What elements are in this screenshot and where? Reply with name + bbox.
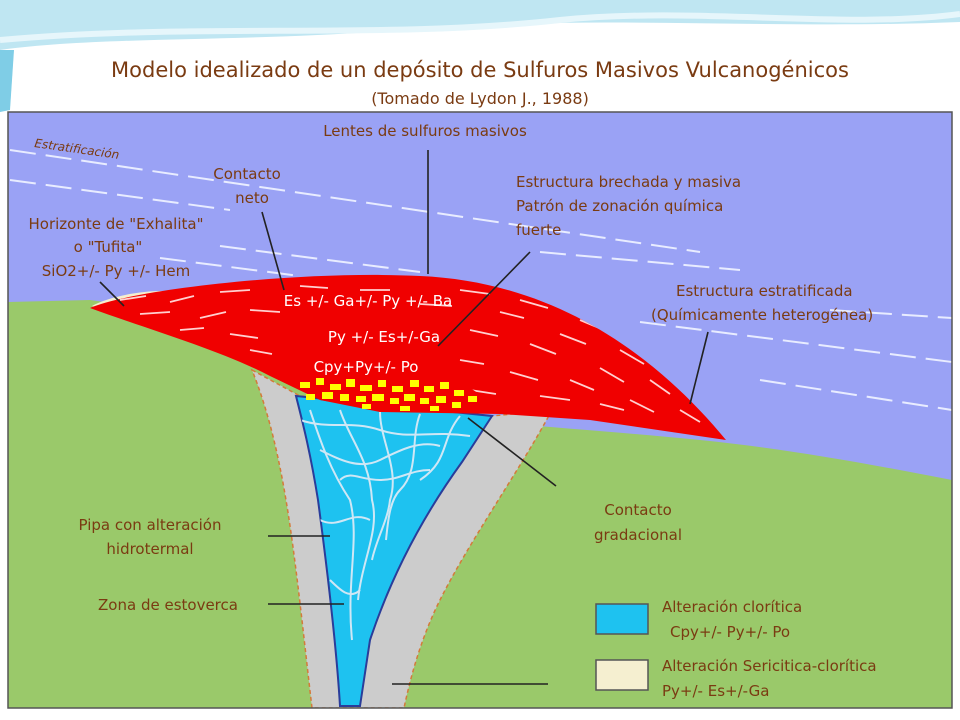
label-pipa-2: hidrotermal [106,540,193,558]
label-estoverca: Zona de estoverca [98,596,238,614]
slide-wave-line [0,11,960,43]
legend-swatch-cloritica [595,603,649,635]
label-estratificada-2: (Químicamente heterogénea) [651,306,873,324]
legend-cloritica-title: Alteración clorítica [662,598,802,616]
label-brechada-1: Estructura brechada y masiva [516,173,741,191]
legend-sericitica-minerals: Py+/- Es+/-Ga [662,682,769,700]
stratification-lines [9,149,952,411]
label-horizonte-1: Horizonte de "Exhalita" [28,215,203,233]
label-mineral-3: Cpy+Py+/- Po [314,358,419,376]
label-estratificada-1: Estructura estratificada [676,282,853,300]
diagram-frame [7,111,953,709]
slide-wave-left [0,50,14,112]
chalcopyrite-ore-zone [296,374,490,411]
label-horizonte-3: SiO2+/- Py +/- Hem [42,262,190,280]
diagram-title: Modelo idealizado de un depósito de Sulf… [111,58,849,82]
legend-sericitica-title: Alteración Sericitica-clorítica [662,657,877,675]
label-lentes: Lentes de sulfuros masivos [323,122,527,140]
label-mineral-1: Es +/- Ga+/- Py +/- Ba [284,292,452,310]
leader-lines [99,150,709,685]
label-pipa-1: Pipa con alteración [79,516,222,534]
label-horizonte-2: o "Tufita" [74,238,143,256]
label-contacto-grad-2: gradacional [594,526,682,544]
legend-cloritica-minerals: Cpy+/- Py+/- Po [670,623,790,641]
label-contacto-neto-2: neto [235,189,269,207]
stockwork-veins [299,409,471,641]
label-brechada-2: Patrón de zonación química [516,197,723,215]
stockwork-zone [294,394,494,707]
lens-texture [119,285,701,423]
legend-swatch-sericitica [595,659,649,691]
label-contacto-neto-1: Contacto [213,165,281,183]
diagram-source: (Tomado de Lydon J., 1988) [371,89,589,108]
label-contacto-grad-1: Contacto [604,501,672,519]
label-mineral-2: Py +/- Es+/-Ga [328,328,440,346]
label-brechada-3: fuerte [516,221,561,239]
